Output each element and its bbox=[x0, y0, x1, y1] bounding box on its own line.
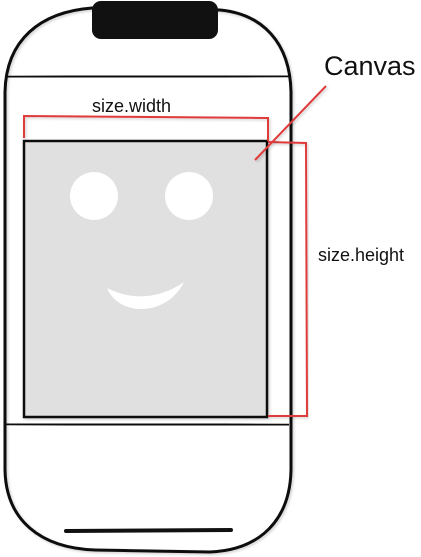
screen-bottom-line bbox=[5, 422, 290, 427]
height-label: size.height bbox=[318, 245, 405, 265]
width-label: size.width bbox=[92, 96, 172, 116]
home-indicator bbox=[64, 528, 233, 533]
width-bracket bbox=[23, 114, 269, 141]
height-bracket bbox=[267, 141, 309, 417]
phone-notch bbox=[92, 1, 218, 39]
phone-outline bbox=[3, 6, 293, 554]
left-eye bbox=[70, 172, 118, 220]
right-eye bbox=[165, 172, 213, 220]
screen-top-line bbox=[5, 74, 290, 79]
smile bbox=[107, 282, 184, 310]
canvas-area bbox=[22, 139, 269, 419]
canvas-pointer-line bbox=[254, 85, 327, 161]
canvas-label: Canvas bbox=[324, 51, 416, 81]
